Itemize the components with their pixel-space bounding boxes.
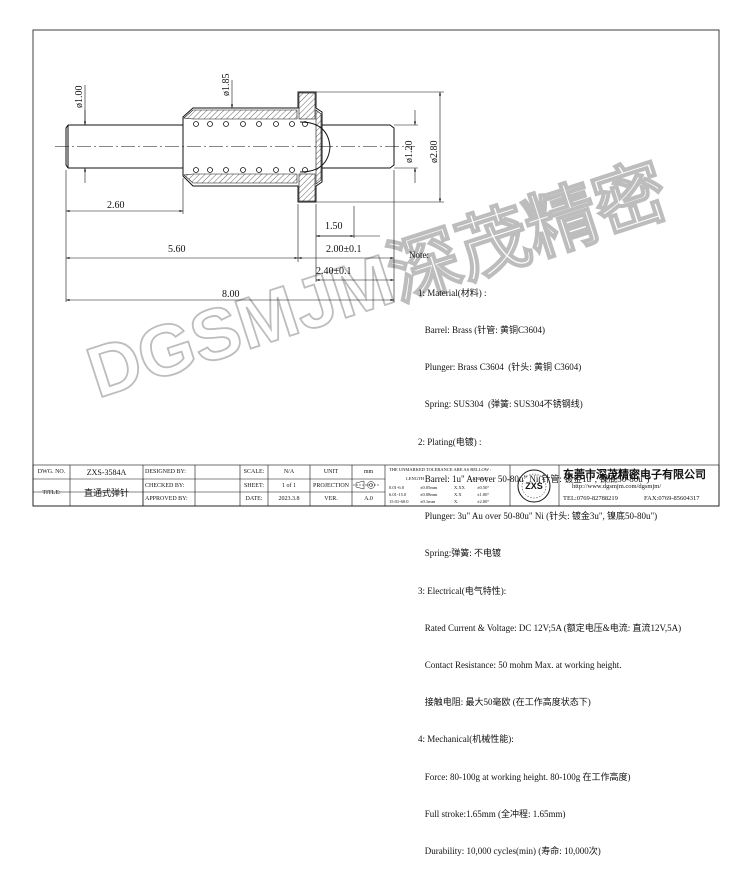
dwg-no-value: ZXS-3584A <box>86 467 127 477</box>
barrel-wall-top <box>183 109 298 120</box>
note-line: Spring: SUS304 (弹簧: SUS304不锈钢线) <box>418 399 583 410</box>
company-fax: FAX:0769-85604317 <box>644 495 700 502</box>
tol-cell: 15.01-60.0 <box>389 498 409 504</box>
tol-cell: X.XX <box>454 484 465 490</box>
dim-flange-diameter: ø1.85 <box>221 74 232 97</box>
note-line: Plunger: 3u" Au over 50-80u" Ni (针头: 镀金3… <box>418 511 658 522</box>
flange-top <box>298 92 316 120</box>
designed-by-label: DESIGNED BY: <box>145 469 186 475</box>
checked-by-label: CHECKED BY: <box>145 482 185 489</box>
approved-by-label: APPROVED BY: <box>145 496 188 502</box>
note-line: Barrel: 1u" Au over 50-80u" Ni(针管: 镀金1u"… <box>418 473 650 484</box>
dim-1-50: 1.50 <box>325 221 343 232</box>
note-line: Spring:弹簧: 不电镀 <box>418 548 502 559</box>
note-line: Barrel: Brass (针管: 黄铜C3604) <box>418 325 545 336</box>
tol-cell: ±0.08mm <box>420 491 438 497</box>
note-line: Contact Resistance: 50 mohm Max. at work… <box>418 660 622 670</box>
scale-label: SCALE: <box>243 469 265 475</box>
barrel-outline <box>182 91 323 203</box>
title-label: TITLE: <box>42 489 61 496</box>
note-line: 接触电阻: 最大50毫欧 (在工作高度状态下) <box>418 697 591 708</box>
company-name: 东莞市深茂精密电子有限公司 <box>563 468 706 481</box>
company-logo: ZXS <box>517 469 551 503</box>
note-line: Plunger: Brass C3604 (针头: 黄铜 C3604) <box>418 362 582 373</box>
scale-value: N/A <box>283 469 295 475</box>
title-value: 直通式弹针 <box>83 489 129 499</box>
dim-pin-diameter: ø1.00 <box>74 86 85 109</box>
company-tel: TEL:0769-82788219 <box>563 495 618 502</box>
note-line: 4: Mechanical(机械性能): <box>418 734 514 745</box>
notes-title: Note: <box>409 250 429 260</box>
date-label: DATE: <box>245 496 263 502</box>
tol-cell: ±0.50° <box>477 484 490 490</box>
dim-2-00: 2.00±0.1 <box>326 244 362 255</box>
tolerance-title: THE UNMARKED TOLERANCE ARE AS BELLOW : <box>389 467 492 472</box>
company-website: http://www.dgsmjm.com/dgsmjm/ <box>572 483 662 490</box>
tolerance-length-header: LENGTH <box>406 476 424 481</box>
note-line: 2: Plating(电镀) : <box>418 436 482 447</box>
date-value: 2023.3.8 <box>278 496 300 502</box>
tol-cell: 0.01-6.0 <box>389 484 404 490</box>
company-logo-text: ZXS <box>525 481 543 491</box>
tol-cell: ±0.1mm <box>420 498 436 504</box>
dim-2-60: 2.60 <box>107 200 125 211</box>
tol-cell: ±0.05mm <box>420 484 438 490</box>
tol-cell: 6.01-15.0 <box>389 491 407 497</box>
drawing-sheet: DGSMJM深茂精密 <box>32 29 720 507</box>
tolerance-angle-header: ANGLE <box>472 476 488 481</box>
title-block-grid <box>32 464 720 507</box>
plunger-inner-end <box>299 121 331 173</box>
sheet-label: SHEET: <box>243 482 265 489</box>
unit-label: UNIT <box>323 469 339 475</box>
dim-5-60: 5.60 <box>168 244 186 255</box>
unit-value: mm <box>363 469 374 475</box>
pogo-pin-drawing <box>55 91 415 203</box>
dim-body-diameter: ø2.80 <box>429 141 440 164</box>
dwg-no-label: DWG. NO. <box>37 469 66 475</box>
ver-label: VER. <box>324 496 338 502</box>
dim-head-diameter: ø1.20 <box>404 141 415 164</box>
note-line: Durability: 10,000 cycles(min) (寿命: 10,0… <box>418 846 601 857</box>
dim-8-00: 8.00 <box>222 289 240 300</box>
sheet-value: 1 of 1 <box>282 482 296 489</box>
tol-cell: ±2.00° <box>477 498 490 504</box>
note-line: Force: 80-100g at working height. 80-100… <box>418 771 631 782</box>
dimension-labels: ø1.00 ø1.85 ø1.20 ø2.80 2.60 1.50 2.00±0… <box>74 74 440 301</box>
note-line: 3: Electrical(电气特性): <box>418 585 507 596</box>
projection-label: PROJECTION <box>312 482 349 489</box>
note-line: 1: Material(材料) : <box>418 287 487 298</box>
dim-2-40: 2.40±0.1 <box>316 266 352 277</box>
barrel-wall-bottom <box>183 173 298 184</box>
tol-cell: X. <box>454 498 459 504</box>
tol-cell: ±1.00° <box>477 491 490 497</box>
flange-bottom <box>298 173 316 202</box>
note-line: Full stroke:1.65mm (全冲程: 1.65mm) <box>418 808 566 819</box>
dimensions <box>65 80 444 302</box>
ver-value: A.0 <box>364 496 373 502</box>
tol-cell: X.X <box>454 491 462 497</box>
notes-list: 1: Material(材料) : Barrel: Brass (针管: 黄铜C… <box>418 262 681 870</box>
spring <box>193 121 308 173</box>
projection-symbol-icon <box>353 480 380 490</box>
note-line: Rated Current & Voltage: DC 12V;5A (额定电压… <box>418 622 682 633</box>
